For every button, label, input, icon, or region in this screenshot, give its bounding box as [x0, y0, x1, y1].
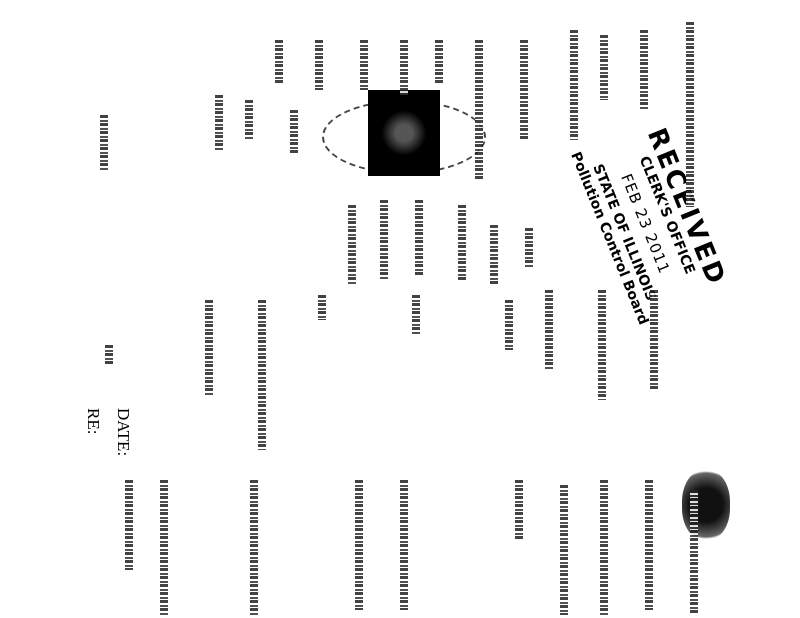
illegible-text-line — [275, 40, 283, 85]
illegible-text-line — [412, 295, 420, 335]
illegible-text-line — [290, 110, 298, 155]
illegible-text-line — [598, 290, 606, 400]
re-label: RE: — [84, 408, 103, 435]
illegible-text-line — [100, 115, 108, 170]
illegible-text-line — [570, 30, 578, 140]
illegible-text-line — [315, 40, 323, 90]
illegible-text-line — [160, 480, 168, 615]
illegible-text-line — [380, 200, 388, 280]
illegible-text-line — [435, 40, 443, 85]
illegible-text-line — [215, 95, 223, 150]
illegible-text-line — [318, 295, 326, 320]
illegible-text-line — [105, 345, 113, 365]
illegible-text-line — [245, 100, 253, 140]
illegible-text-line — [686, 22, 694, 207]
illegible-text-line — [205, 300, 213, 395]
illegible-text-line — [600, 35, 608, 100]
illegible-text-line — [690, 490, 698, 615]
illegible-text-line — [640, 30, 648, 110]
illegible-text-line — [525, 228, 533, 268]
illegible-text-line — [125, 480, 133, 570]
illegible-text-line — [645, 480, 653, 610]
illegible-text-line — [490, 225, 498, 285]
illegible-text-line — [360, 40, 368, 90]
illegible-text-line — [458, 205, 466, 280]
illegible-text-line — [505, 300, 513, 350]
illegible-text-line — [348, 205, 356, 285]
illegible-text-line — [258, 300, 266, 450]
seal-image — [368, 90, 440, 176]
illegible-text-line — [650, 290, 658, 390]
date-label: DATE: — [114, 408, 133, 457]
illegible-text-line — [600, 480, 608, 615]
illegible-text-line — [250, 480, 258, 615]
illegible-text-line — [520, 40, 528, 140]
illegible-text-line — [400, 40, 408, 95]
illegible-text-line — [545, 290, 553, 370]
illegible-text-line — [400, 480, 408, 610]
illegible-text-line — [475, 40, 483, 180]
illegible-text-line — [415, 200, 423, 275]
illegible-text-line — [515, 480, 523, 540]
illegible-text-line — [560, 485, 568, 615]
illegible-text-line — [355, 480, 363, 610]
